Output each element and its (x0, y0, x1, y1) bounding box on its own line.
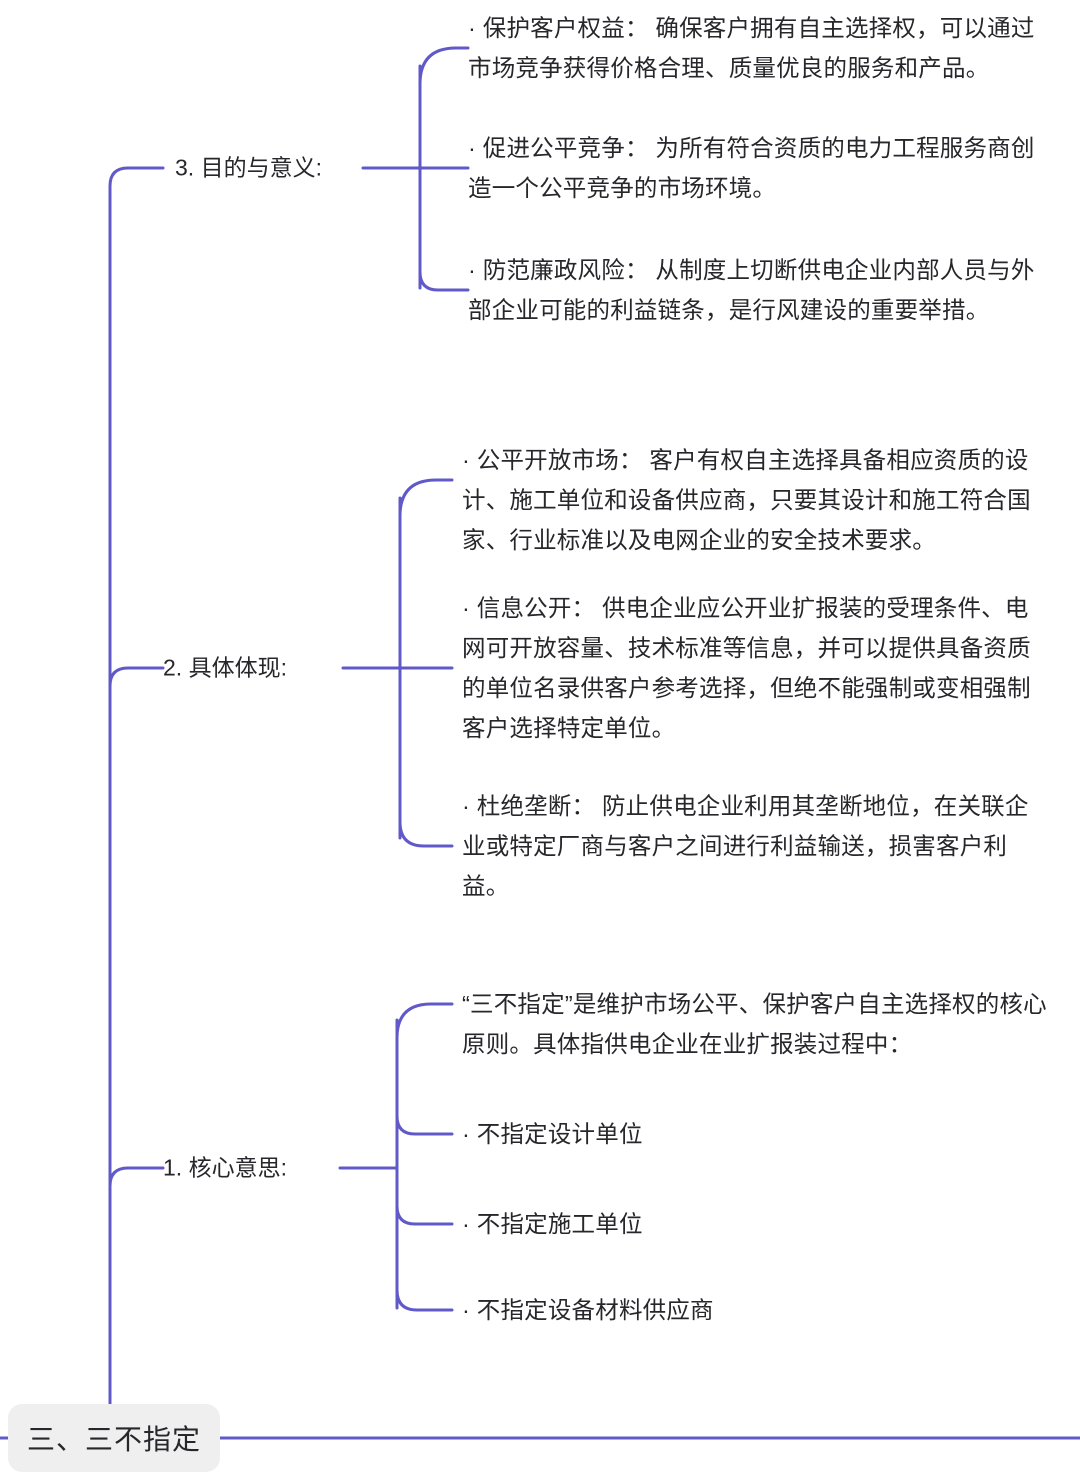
branch-3-leaf-1-elbow (418, 46, 470, 86)
trunk-elbow-branch-3 (108, 166, 165, 190)
leaf-node-1-2[interactable]: · 不指定设计单位 (462, 1121, 643, 1147)
leaf-node-3-3[interactable]: · 防范廉政风险： 从制度上切断供电企业内部人员与外部企业可能的利益链条，是行风… (468, 257, 1035, 323)
leaf-node-2-2[interactable]: · 信息公开： 供电企业应公开业扩报装的受理条件、电网可开放容量、技术标准等信息… (462, 595, 1031, 741)
branch-label-1[interactable]: 1. 核心意思: (163, 1154, 287, 1181)
branch-3-leaf-3-elbow (418, 270, 470, 292)
root-node-label: 三、三不指定 (26, 1424, 201, 1455)
leaf-node-1-1[interactable]: “三不指定”是维护市场公平、保护客户自主选择权的核心原则。具体指供电企业在业扩报… (462, 991, 1047, 1057)
branch-1-leaf-3-elbow (395, 1204, 454, 1226)
leaf-node-3-1[interactable]: · 保护客户权益： 确保客户拥有自主选择权，可以通过市场竞争获得价格合理、质量优… (468, 15, 1035, 81)
leaf-node-3-2[interactable]: · 促进公平竞争： 为所有符合资质的电力工程服务商创造一个公平竞争的市场环境。 (468, 135, 1035, 201)
trunk-elbow-branch-1 (108, 1166, 165, 1188)
branch-label-2[interactable]: 2. 具体体现: (163, 654, 287, 681)
branch-1-leaf-1-elbow (395, 1002, 454, 1040)
trunk-elbow-branch-2 (108, 666, 165, 688)
branch-2-leaf-3-elbow (398, 820, 454, 848)
branch-1-leaf-4-elbow (395, 1288, 454, 1312)
branch-label-3[interactable]: 3. 目的与意义: (175, 154, 322, 181)
branch-2-leaf-1-elbow (398, 478, 454, 518)
branch-1-leaf-2-elbow (395, 1114, 454, 1136)
leaf-node-2-1[interactable]: · 公平开放市场： 客户有权自主选择具备相应资质的设计、施工单位和设备供应商，只… (462, 447, 1031, 553)
leaf-node-1-3[interactable]: · 不指定施工单位 (462, 1211, 643, 1237)
root-node[interactable]: 三、三不指定 (8, 1404, 220, 1472)
leaf-node-2-3[interactable]: · 杜绝垄断： 防止供电企业利用其垄断地位，在关联企业或特定厂商与客户之间进行利… (462, 793, 1029, 899)
leaf-node-1-4[interactable]: · 不指定设备材料供应商 (462, 1297, 714, 1323)
